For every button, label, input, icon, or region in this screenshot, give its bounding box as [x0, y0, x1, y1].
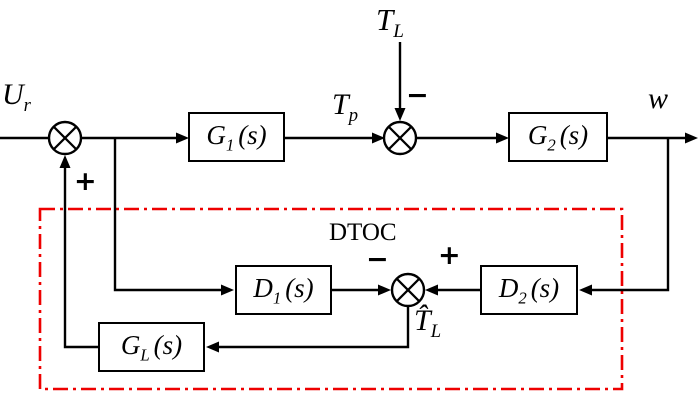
block-d1: D1(s) — [235, 265, 332, 315]
block-gl: GL(s) — [98, 322, 205, 372]
block-d1-label: D1(s) — [253, 272, 314, 308]
branch-to-d1-wire — [113, 138, 221, 292]
sum2-minus-sign: − — [406, 80, 429, 111]
observer-wires — [63, 166, 480, 349]
sum3-minus-sign: − — [366, 244, 389, 275]
block-g1-label: G1(s) — [206, 119, 267, 155]
block-g2-label: G2(s) — [527, 119, 589, 155]
torque-signal-label: Tp — [332, 88, 358, 126]
output-feedback-wire — [590, 138, 670, 292]
forward-path-wires — [0, 42, 686, 140]
dtoc-title: DTOC — [329, 219, 397, 246]
arrowheads — [59, 108, 698, 353]
load-torque-label: TL — [376, 2, 404, 43]
dtoc-boundary-box — [38, 207, 624, 391]
summing-junction-observer — [390, 272, 426, 308]
summing-junction-load — [382, 120, 418, 156]
block-d2: D2(s) — [480, 265, 578, 315]
block-d2-label: D2(s) — [498, 272, 560, 308]
block-g1: G1(s) — [188, 112, 285, 162]
block-gl-label: GL(s) — [120, 329, 183, 365]
block-g2: G2(s) — [508, 112, 608, 162]
output-signal-label: w — [648, 82, 669, 115]
input-signal-label: Ur — [2, 78, 31, 116]
estimated-torque-label: T̂L — [414, 304, 442, 342]
sum3-plus-sign: + — [438, 240, 461, 271]
sum1-plus-sign: + — [74, 166, 97, 197]
summing-junction-input — [47, 120, 83, 156]
